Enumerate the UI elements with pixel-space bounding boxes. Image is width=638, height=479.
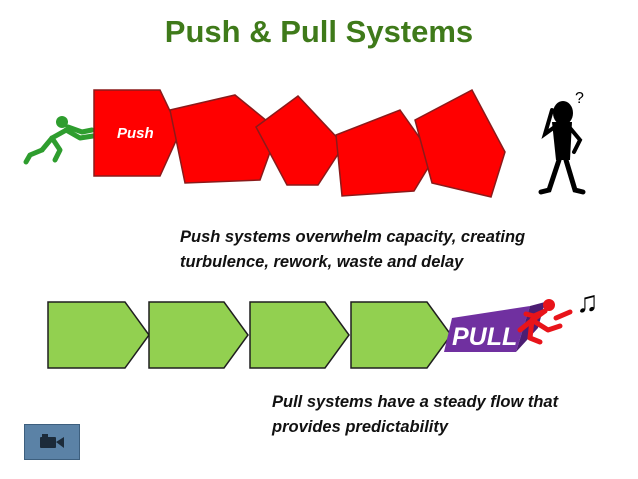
pull-box-3 <box>249 301 350 369</box>
video-button[interactable] <box>24 424 80 460</box>
push-box-5 <box>414 88 506 198</box>
push-caption-line-1: Push systems overwhelm capacity, creatin… <box>180 228 526 246</box>
pull-box-1 <box>47 301 150 369</box>
music-note-icon: ♫ <box>576 286 599 319</box>
push-box-3 <box>255 95 345 186</box>
running-figure-icon <box>23 116 96 165</box>
push-caption: Push systems overwhelm capacity, creatin… <box>180 225 525 275</box>
pull-box-2 <box>148 301 249 369</box>
pull-box-4 <box>350 301 452 369</box>
push-label: Push <box>117 125 154 142</box>
pull-caption-line-1: Pull systems have a steady flow that <box>272 393 559 411</box>
push-caption-line-2: turbulence, rework, waste and delay <box>180 253 464 271</box>
question-mark: ? <box>575 90 584 107</box>
confused-figure-icon <box>538 101 586 195</box>
slide-title: Push & Pull Systems <box>164 14 474 49</box>
push-box-1 <box>93 89 181 177</box>
push-box-2 <box>169 94 279 184</box>
video-camera-icon <box>40 434 64 448</box>
pull-label: PULL <box>452 323 517 351</box>
pull-caption-line-2: provides predictability <box>272 418 449 436</box>
pulling-figure-icon <box>517 299 573 345</box>
push-box-4 <box>335 109 435 197</box>
pull-caption: Pull systems have a steady flow that pro… <box>272 390 558 440</box>
